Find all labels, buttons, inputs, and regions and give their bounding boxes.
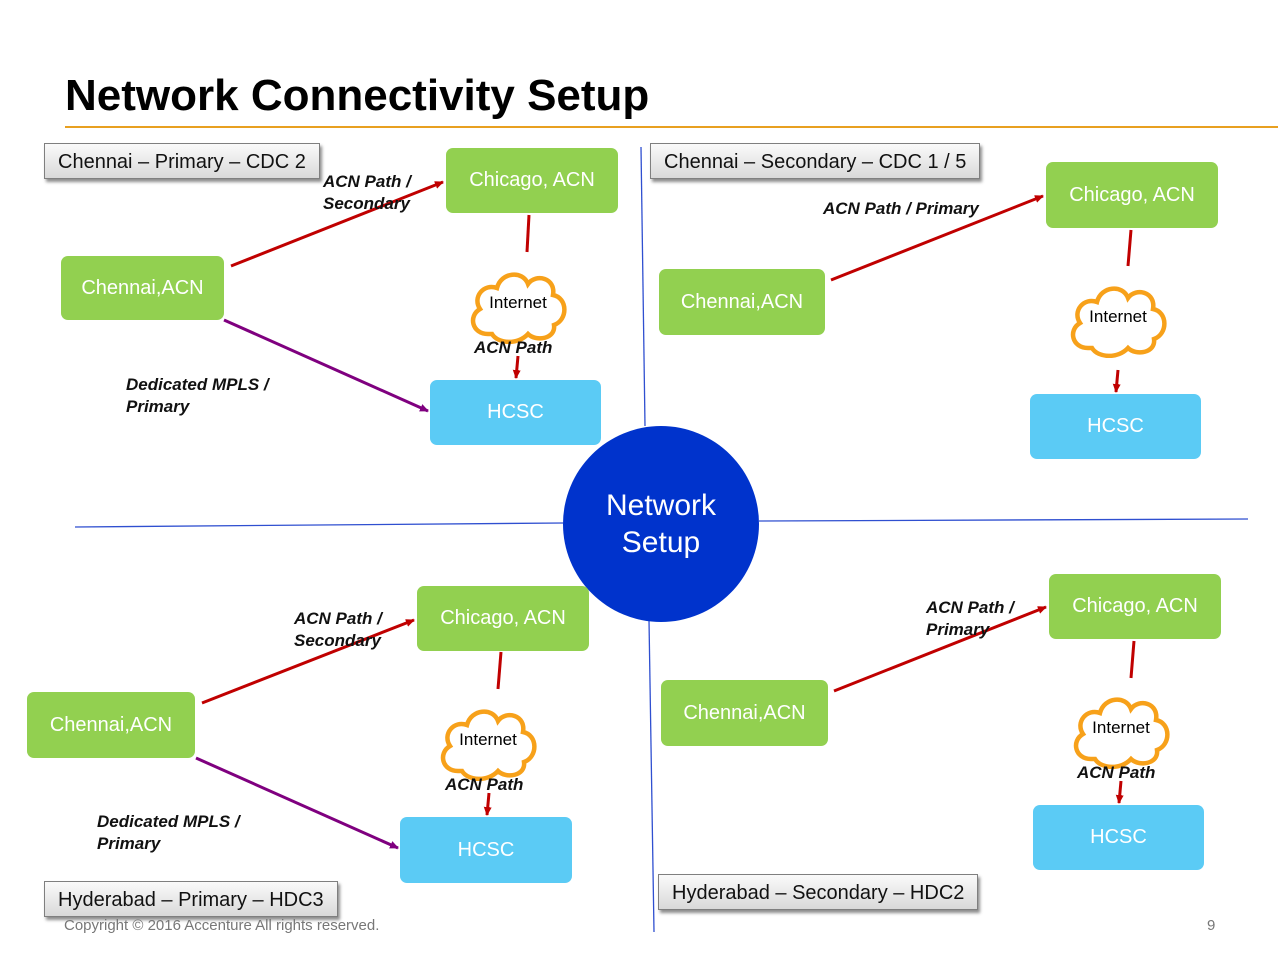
gateway-internet-link (496, 651, 503, 690)
internet-hcsc-arrow (1112, 369, 1121, 393)
mpls-primary-arrow (223, 318, 429, 413)
cloud-icon (470, 272, 567, 345)
internet-hcsc-arrow (1115, 780, 1124, 804)
cloud-icon (1070, 286, 1167, 359)
copyright-footer: Copyright © 2016 Accenture All rights re… (64, 917, 380, 934)
quadrant-label-hyderabad-primary: Hyderabad – Primary – HDC3 (44, 881, 338, 917)
chicago-acn-node: Chicago, ACN (446, 148, 618, 213)
hcsc-node: HCSC (430, 380, 601, 445)
chicago-acn-node: Chicago, ACN (1046, 162, 1218, 228)
internet-cloud: Internet (436, 705, 540, 782)
chennai-acn-node: Chennai,ACN (27, 692, 195, 758)
internet-label: Internet (1089, 307, 1147, 326)
quadrant-label-chennai-secondary: Chennai – Secondary – CDC 1 / 5 (650, 143, 981, 179)
mpls-primary-label: Dedicated MPLS / Primary (126, 375, 269, 416)
acn-path-primary-label: ACN Path / Primary (926, 598, 1014, 639)
vertical-divider-bottom (648, 619, 655, 933)
chicago-acn-node: Chicago, ACN (417, 586, 589, 651)
chennai-acn-node: Chennai,ACN (661, 680, 828, 746)
chennai-acn-node: Chennai,ACN (659, 269, 825, 335)
internet-label: Internet (459, 730, 517, 749)
network-setup-hub: Network Setup (563, 426, 759, 622)
hcsc-node: HCSC (1030, 394, 1201, 459)
cloud-icon (1073, 697, 1170, 770)
acn-secondary-arrow (201, 618, 415, 705)
internet-cloud: Internet (466, 268, 570, 345)
internet-hcsc-arrow (512, 355, 521, 379)
chennai-acn-node: Chennai,ACN (61, 256, 224, 320)
page-number: 9 (1207, 917, 1216, 934)
quadrant-label-chennai-primary: Chennai – Primary – CDC 2 (44, 143, 320, 179)
acn-path-secondary-label: ACN Path / Secondary (294, 609, 382, 650)
slide-title: Network Connectivity Setup (65, 71, 650, 120)
horizontal-divider-right (758, 518, 1249, 522)
mpls-primary-arrow (195, 756, 399, 850)
gateway-internet-link (1129, 640, 1136, 679)
acn-path-secondary-label: ACN Path / Secondary (323, 172, 411, 213)
acn-path-label: ACN Path (474, 338, 553, 357)
hcsc-node: HCSC (400, 817, 572, 883)
vertical-divider-top (640, 146, 646, 427)
hub-label-line1: Network (605, 489, 717, 522)
hcsc-node: HCSC (1033, 805, 1204, 870)
cloud-icon (440, 709, 537, 782)
hub-label-line2: Setup (621, 526, 701, 559)
acn-path-label: ACN Path (445, 775, 524, 794)
acn-primary-arrow (830, 194, 1044, 282)
quadrant-label-hyderabad-secondary: Hyderabad – Secondary – HDC2 (658, 874, 979, 910)
mpls-primary-label: Dedicated MPLS / Primary (97, 812, 240, 853)
chicago-acn-node: Chicago, ACN (1049, 574, 1221, 639)
internet-cloud: Internet (1069, 693, 1173, 770)
internet-hcsc-arrow (483, 792, 492, 816)
internet-label: Internet (489, 293, 547, 312)
internet-cloud: Internet (1066, 282, 1170, 359)
gateway-internet-link (525, 214, 531, 253)
acn-primary-arrow (833, 605, 1047, 693)
acn-secondary-arrow (230, 180, 444, 268)
gateway-internet-link (1126, 229, 1133, 267)
title-underline (65, 126, 1278, 128)
internet-label: Internet (1092, 718, 1150, 737)
acn-path-label: ACN Path (1077, 763, 1156, 782)
horizontal-divider-left (74, 522, 564, 528)
acn-path-primary-label: ACN Path / Primary (823, 199, 979, 218)
